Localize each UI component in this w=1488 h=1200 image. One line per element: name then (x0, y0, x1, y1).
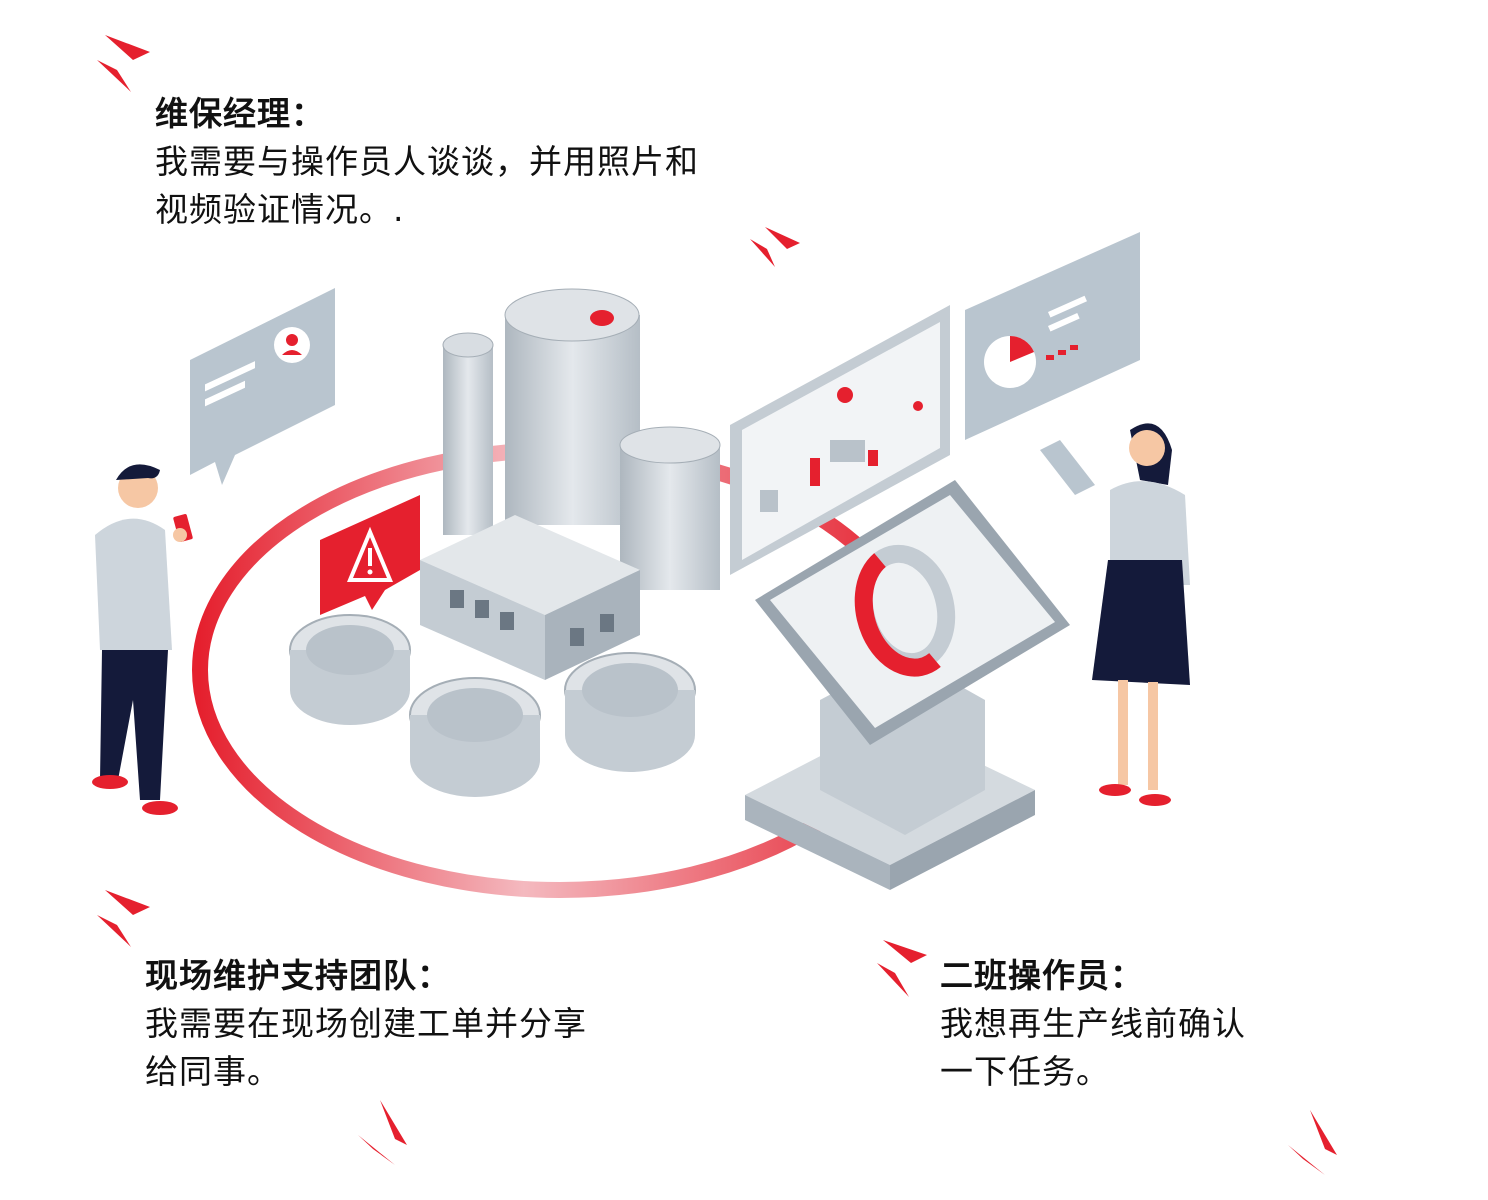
kiosk-terminal (745, 480, 1070, 890)
quote-line: 我想再生产线前确认 (940, 1004, 1246, 1043)
tank-cap (590, 310, 614, 326)
quote-line: 我需要与操作员人谈谈，并用照片和 (155, 142, 699, 181)
chevron-decoration (97, 35, 150, 92)
chat-bubble (190, 288, 335, 485)
quote-line: 给同事。 (145, 1052, 281, 1091)
flow-monitor (730, 305, 950, 575)
role-title: 现场维护支持团队： (145, 956, 451, 995)
quote-field-support: 现场维护支持团队： 我需要在现场创建工单并分享 给同事。 (145, 952, 587, 1096)
quote-second-shift: 二班操作员： 我想再生产线前确认 一下任务。 (940, 952, 1246, 1096)
factory-building (420, 515, 640, 615)
medium-tank (620, 445, 720, 590)
quote-maintenance-manager: 维保经理： 我需要与操作员人谈谈，并用照片和 视频验证情况。. (155, 90, 699, 234)
man-figure (92, 464, 193, 815)
quote-line: 我需要在现场创建工单并分享 (145, 1004, 587, 1043)
role-title: 维保经理： (155, 94, 325, 133)
chevron-decoration (97, 890, 150, 947)
woman-figure (1040, 423, 1190, 806)
chevron-decoration (877, 940, 927, 997)
tablet-icon (1040, 440, 1095, 495)
chevron-decoration (750, 227, 800, 267)
report-card (965, 232, 1140, 440)
chevron-decoration (1288, 1110, 1337, 1175)
quote-line: 一下任务。 (940, 1052, 1110, 1091)
big-tank (505, 315, 640, 525)
chevron-decoration (358, 1100, 407, 1165)
role-title: 二班操作员： (940, 956, 1144, 995)
silo (443, 345, 493, 535)
warning-icon (320, 495, 420, 615)
quote-line: 视频验证情况。. (155, 190, 405, 229)
